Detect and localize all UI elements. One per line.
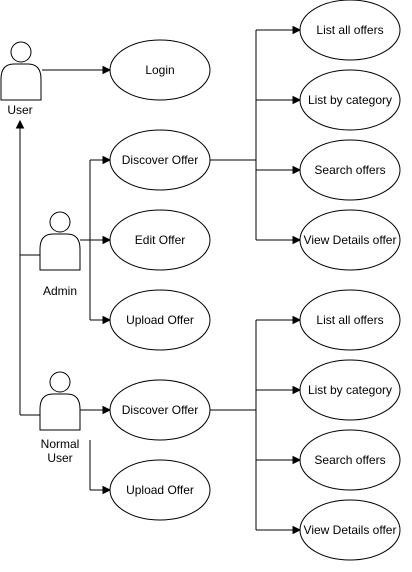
use-case-normal-discover-offer: Discover Offer [109,379,211,441]
arrowhead [15,119,25,129]
arrowhead [102,235,112,245]
actor-head [10,41,32,63]
use-case-normal-view-details-offer: View Details offer [299,499,401,561]
actor-admin: Admin [39,211,81,298]
arrowhead [292,235,302,245]
arrowhead [102,405,112,415]
use-case-admin-list-by-category: List by category [299,69,401,131]
use-case-label: Search offers [314,163,385,177]
use-case-admin-view-details-offer: View Details offer [299,209,401,271]
actor-body [39,393,81,431]
actor-normal-user: Normal User [39,371,81,465]
use-case-login: Login [109,39,211,101]
use-case-label: Edit Offer [135,233,185,247]
arrowhead [292,525,302,535]
arrowhead [102,485,112,495]
use-case-ellipse [299,429,401,491]
use-case-label: View Details offer [304,233,397,247]
arrowhead [292,95,302,105]
use-case-ellipse [299,289,401,351]
actor-head [49,211,71,233]
use-case-normal-upload-offer: Upload Offer [109,459,211,521]
arrowhead [102,65,112,75]
arrowhead [292,385,302,395]
arrowhead [292,165,302,175]
use-case-label: List by category [308,383,392,397]
use-case-ellipse [299,359,401,421]
use-case-normal-search-offers: Search offers [299,429,401,491]
arrowhead [102,155,112,165]
use-case-ellipse [109,289,211,351]
actor-user: User [0,41,42,117]
use-case-admin-upload-offer: Upload Offer [109,289,211,351]
use-case-normal-list-all-offers: List all offers [299,289,401,351]
use-case-label: Search offers [314,453,385,467]
actor-admin-label: Admin [43,284,77,298]
use-case-ellipse [299,0,401,61]
actor-user-label: User [7,103,32,117]
use-case-ellipse [299,499,401,561]
use-case-label: Upload Offer [126,483,194,497]
use-case-label: List by category [308,93,392,107]
arrowhead [102,315,112,325]
actor-body [39,233,81,271]
use-case-ellipse [109,209,211,271]
use-case-ellipse [109,459,211,521]
actor-body [0,63,42,101]
use-case-ellipse [299,209,401,271]
use-case-ellipse [299,69,401,131]
arrowhead [292,315,302,325]
actor-normal-user-label-line2: User [47,451,72,465]
use-case-ellipse [109,379,211,441]
use-case-ellipse [299,139,401,201]
use-case-label: Upload Offer [126,313,194,327]
use-case-ellipse [109,39,211,101]
use-case-label: List all offers [316,23,383,37]
use-case-label: Login [145,63,174,77]
use-case-admin-edit-offer: Edit Offer [109,209,211,271]
actor-head [49,371,71,393]
use-case-label: View Details offer [304,523,397,537]
use-case-normal-list-by-category: List by category [299,359,401,421]
use-case-label: Discover Offer [122,153,198,167]
arrowhead [292,455,302,465]
use-case-ellipse [109,129,211,191]
arrowhead [292,25,302,35]
connectors [15,25,302,535]
actor-normal-user-label-line1: Normal [41,437,80,451]
use-case-label: List all offers [316,313,383,327]
use-case-label: Discover Offer [122,403,198,417]
use-case-admin-list-all-offers: List all offers [299,0,401,61]
use-case-admin-search-offers: Search offers [299,139,401,201]
use-case-admin-discover-offer: Discover Offer [109,129,211,191]
